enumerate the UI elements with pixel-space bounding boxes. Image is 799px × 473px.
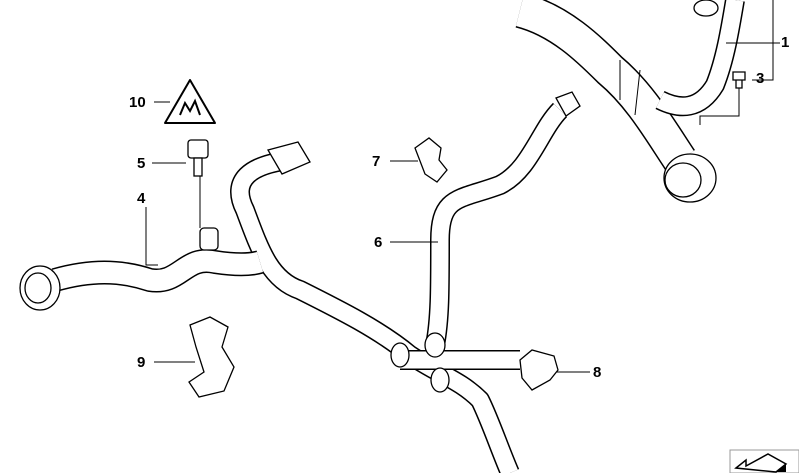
callout-5: 5 bbox=[137, 155, 146, 172]
hose-4[interactable] bbox=[19, 227, 264, 311]
clip-7[interactable] bbox=[414, 137, 448, 183]
bleed-screw-3[interactable] bbox=[732, 71, 746, 89]
warning-label-10[interactable] bbox=[164, 79, 216, 124]
callout-7: 7 bbox=[372, 153, 381, 170]
callout-1: 1 bbox=[781, 34, 790, 51]
callout-10: 10 bbox=[129, 94, 146, 111]
hose-6[interactable] bbox=[230, 91, 581, 473]
clip-8[interactable] bbox=[519, 349, 559, 391]
catalog-symbol-icon bbox=[729, 449, 799, 473]
callout-9: 9 bbox=[137, 354, 146, 371]
callout-4: 4 bbox=[137, 190, 146, 207]
callout-8: 8 bbox=[593, 364, 602, 381]
bracket-9[interactable] bbox=[188, 316, 235, 398]
hose-1[interactable] bbox=[514, 0, 745, 203]
callout-3: 3 bbox=[756, 70, 765, 87]
callout-6: 6 bbox=[374, 234, 383, 251]
temperature-sensor-5[interactable] bbox=[187, 139, 209, 177]
